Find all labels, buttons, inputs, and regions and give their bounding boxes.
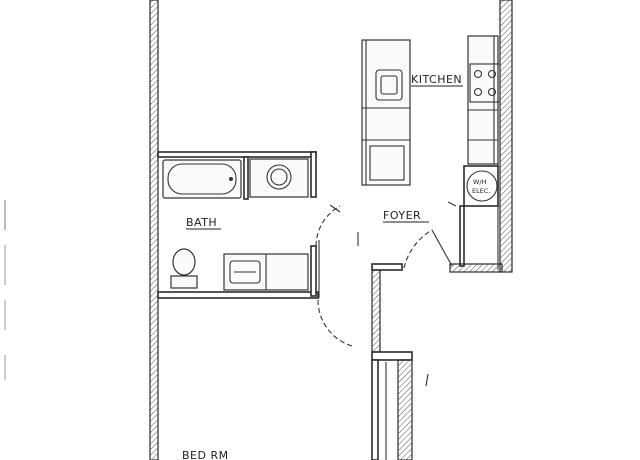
kitchen-label: KITCHEN <box>411 73 462 86</box>
vanity-sink <box>223 253 309 291</box>
bath-door <box>315 204 341 247</box>
utility-label-line2: ELEC. <box>472 187 490 195</box>
toilet <box>170 248 198 289</box>
entry-door <box>403 229 453 269</box>
bedroom-door <box>317 299 353 347</box>
kitchen-counter-left <box>361 39 411 186</box>
left-exterior-wall <box>149 0 159 460</box>
bath-label: BATH <box>186 216 217 229</box>
washer-fixture <box>249 158 309 198</box>
utility-label-line1: W/H <box>473 178 487 186</box>
bathtub <box>162 159 242 199</box>
kitchen-counter-right <box>467 35 501 165</box>
bedroom-label: BED RM <box>182 449 229 460</box>
foyer-label: FOYER <box>383 209 421 222</box>
utility-closet <box>463 165 499 207</box>
tick-mark-2 <box>447 201 457 207</box>
bath-walls <box>157 151 320 299</box>
tick-mark <box>425 373 429 387</box>
entry-walls <box>371 205 503 460</box>
margin-marks <box>4 200 6 380</box>
right-exterior-wall <box>497 0 513 273</box>
room-labels: KITCHEN BATH FOYER BED RM W/H ELEC. <box>182 73 490 460</box>
